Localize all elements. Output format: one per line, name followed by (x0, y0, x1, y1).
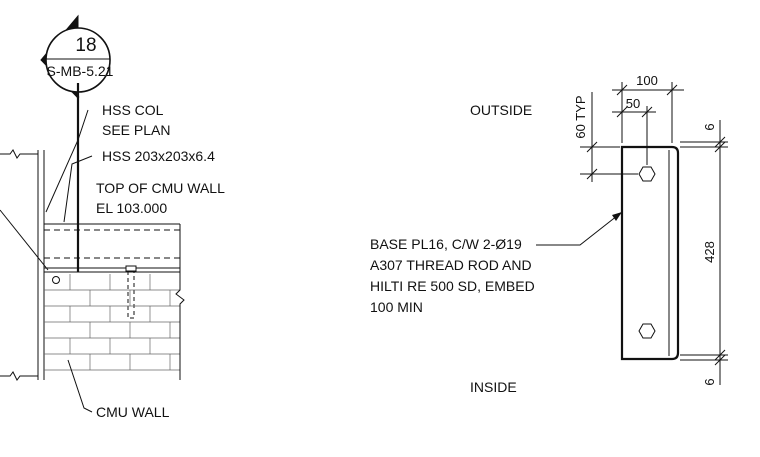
section-marker[interactable]: 18 S-MB-5.21 (40, 14, 114, 100)
dim-width: 100 (636, 73, 658, 88)
anchor-rod (127, 267, 135, 319)
dim-bottom-edge: 6 (702, 378, 717, 385)
base-plate-note-line2: A307 THREAD ROD AND (370, 257, 532, 273)
anchor-bolt-top-icon (638, 166, 656, 182)
break-line-top-left (0, 149, 38, 159)
anchor-nut-icon (125, 265, 137, 272)
hss-size-label: HSS 203x203x6.4 (102, 148, 215, 164)
leader-hss-col (45, 109, 89, 213)
top-of-wall-label: TOP OF CMU WALL (96, 180, 225, 196)
leader-base-plate (536, 211, 623, 246)
hss-col-label: HSS COL (102, 102, 164, 118)
outside-label: OUTSIDE (470, 102, 532, 118)
top-of-wall-elevation: EL 103.000 (96, 200, 167, 216)
leader-arrow-icon (612, 212, 622, 221)
cmu-wall-label: CMU WALL (96, 404, 170, 420)
base-plate-note-line3: HILTI RE 500 SD, EMBED (370, 278, 535, 294)
section-number: 18 (75, 35, 96, 56)
base-plate-note-line4: 100 MIN (370, 299, 423, 315)
inside-label: INSIDE (470, 379, 517, 395)
column-section-detail: HSS COL SEE PLAN HSS 203x203x6.4 TOP OF … (0, 96, 225, 420)
break-line-bottom-left (0, 371, 38, 381)
dim-length: 428 (702, 241, 717, 263)
dim-typ-edge: 60 TYP (573, 95, 588, 138)
base-plate-note-line1: BASE PL16, C/W 2-Ø19 (370, 236, 522, 252)
anchor-bolt-bottom-icon (638, 323, 656, 339)
hss-col-note: SEE PLAN (102, 122, 170, 138)
leader-hss-size (63, 155, 93, 223)
dim-top-edge: 6 (702, 123, 717, 130)
break-line-right (175, 224, 185, 380)
base-plate-outline (620, 145, 680, 361)
cmu-block-pattern (44, 274, 180, 371)
leader-weld (0, 209, 49, 271)
section-sheet-ref: S-MB-5.21 (47, 63, 114, 79)
dim-bolt-offset: 50 (626, 96, 640, 111)
leader-cmu-wall (67, 359, 93, 413)
base-plate-detail: OUTSIDE INSIDE 100 50 60 TYP (370, 73, 728, 395)
weld-symbol-icon (52, 276, 60, 284)
